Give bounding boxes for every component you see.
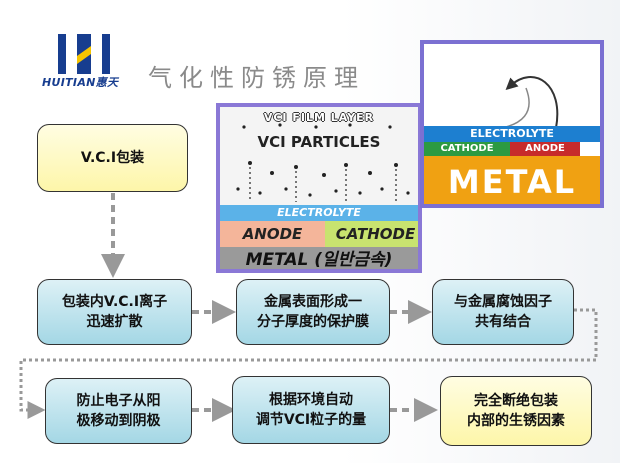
metal-label-left: METAL (일반금속) [220, 247, 418, 269]
electron-flow-arc [501, 76, 559, 129]
logo-text: HUITIAN惠天 [42, 76, 119, 89]
step-box-electron: 防止电子从阳 极移动到阴极 [45, 378, 192, 444]
step-box-diffuse: 包装内V.C.I离子 迅速扩散 [37, 279, 192, 345]
step-box-bond: 与金属腐蚀因子 共有结合 [432, 279, 574, 345]
huitian-logo-icon [58, 34, 110, 74]
anode-label-right: ANODE [510, 142, 580, 156]
final-box: 完全断绝包装 内部的生锈因素 [440, 376, 592, 446]
cathode-label-left: CATHODE [325, 221, 418, 247]
start-box: V.C.I包装 [37, 124, 188, 192]
wrap-connector [19, 308, 598, 419]
anode-label-left: ANODE [220, 221, 325, 247]
particle-dots [236, 123, 410, 202]
cathode-label-right: CATHODE [424, 142, 510, 156]
vci-film-layer-label: VCI FILM LAYER [263, 111, 375, 124]
electrolyte-label-left: ELECTROLYTE [220, 205, 418, 221]
vci-film-illustration: VCI FILM LAYER VCI PARTICLES ELECTROLYTE… [216, 103, 422, 273]
metal-label-right: METAL [424, 156, 600, 204]
electrolyte-label-right: ELECTROLYTE [424, 126, 600, 142]
corrosion-cell-illustration: ELECTROLYTE CATHODE ANODE METAL [420, 40, 604, 208]
page-title: 气化性防锈原理 [148, 64, 365, 92]
step-box-film: 金属表面形成一 分子厚度的保护膜 [236, 279, 390, 345]
vci-film-area: VCI FILM LAYER VCI PARTICLES [220, 107, 418, 205]
vci-particles-label: VCI PARTICLES [257, 133, 381, 151]
step-box-regulate: 根据环境自动 调节VCI粒子的量 [232, 376, 390, 444]
